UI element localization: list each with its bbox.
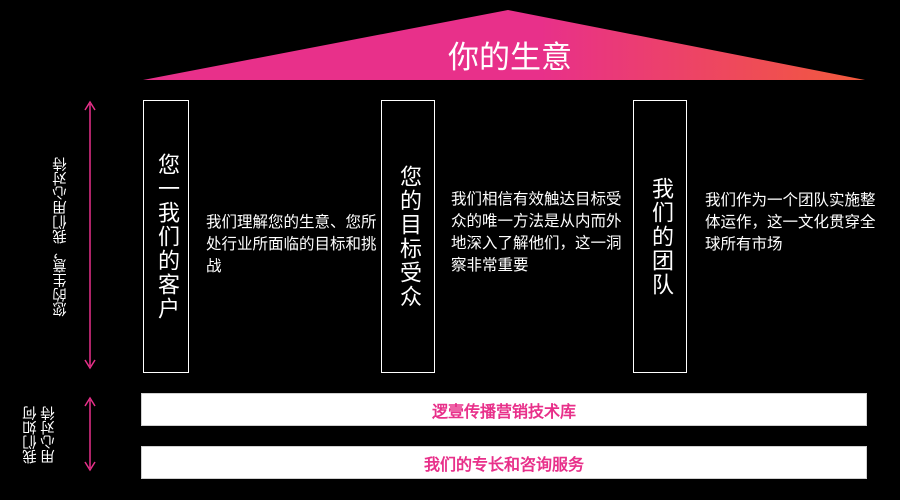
side-label-lower-wrap: 我们如何用心对待 xyxy=(22,398,58,472)
roof-triangle xyxy=(143,10,865,80)
pillar-description: 我们理解您的生意、您所处行业所面临的目标和挑战 xyxy=(206,213,377,275)
pillar-label: 您一我们的客户 xyxy=(154,152,179,321)
pillar-team: 我们的团队 xyxy=(633,100,687,373)
pillar-description: 我们相信有效触达目标受众的唯一方法是从内而外地深入了解他们，这一洞察非常重要 xyxy=(451,190,622,274)
roof-title: 你的生意 xyxy=(448,40,572,76)
foundation-bar-tech-library: 逻壹传播营销技术库 xyxy=(141,393,867,426)
side-label-lower-line2: 用心对待 xyxy=(41,406,57,464)
pillar-description: 我们作为一个团队实施整体运作，这一文化贯穿全球所有市场 xyxy=(705,191,876,253)
pillar-label: 您的目标受众 xyxy=(396,164,421,309)
side-label-upper: 您的生意，我们用心对待 xyxy=(53,157,69,317)
double-arrow-icon xyxy=(84,396,96,472)
side-label-upper-wrap: 您的生意，我们用心对待 xyxy=(52,122,70,352)
foundation-bar-expertise: 我们的专长和咨询服务 xyxy=(141,446,867,479)
side-label-lower-line1: 我们如何 xyxy=(23,406,39,464)
double-arrow-icon xyxy=(84,100,96,370)
side-label-lower: 我们如何用心对待 xyxy=(22,406,58,464)
pillar-customers: 您一我们的客户 xyxy=(143,100,189,373)
pillar-label: 我们的团队 xyxy=(648,176,673,297)
pillar-audience: 您的目标受众 xyxy=(381,100,435,373)
